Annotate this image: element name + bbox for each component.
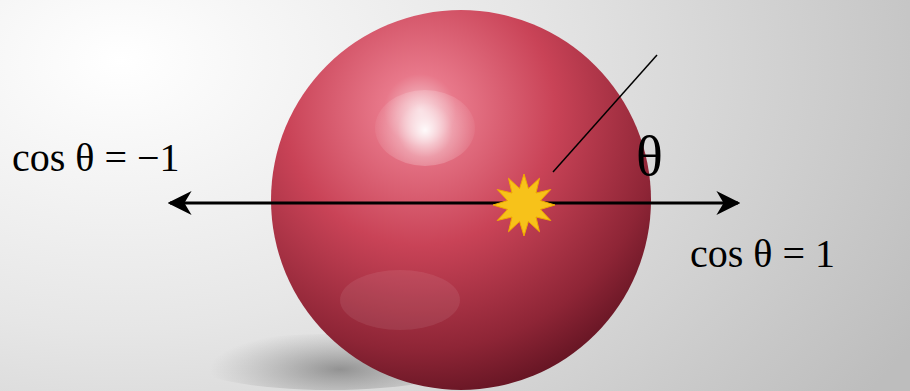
sphere-reflection (340, 270, 460, 330)
angle-label-left: cos θ = −1 (12, 138, 180, 178)
sphere (271, 10, 651, 390)
theta-label: θ (636, 128, 663, 184)
starburst (493, 174, 555, 236)
angle-label-right: cos θ = 1 (690, 234, 835, 274)
axis-arrow (170, 202, 738, 205)
sphere-highlight (375, 90, 475, 166)
